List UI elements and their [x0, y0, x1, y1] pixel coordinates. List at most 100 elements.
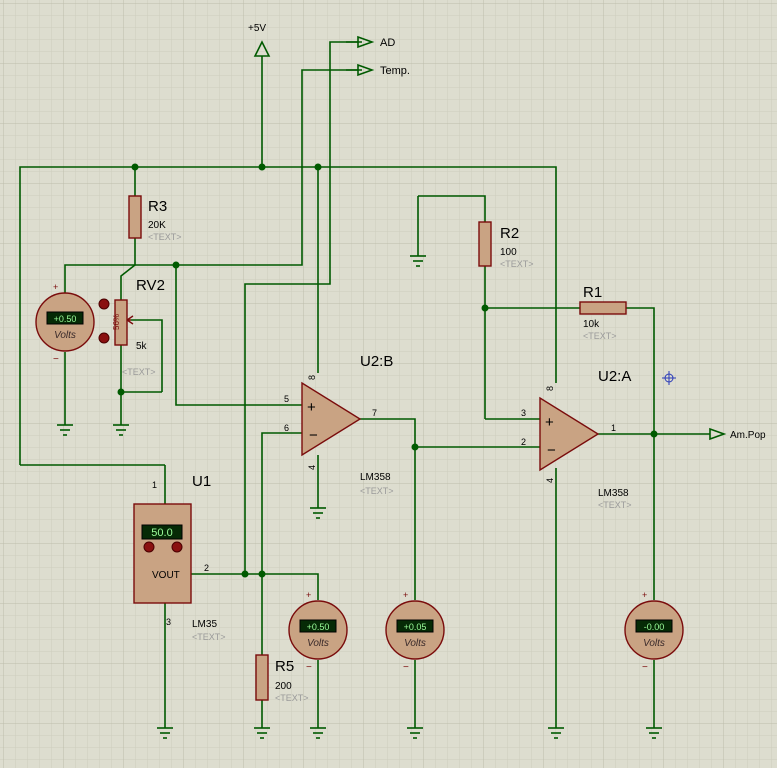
plus-terminal: + — [53, 282, 58, 292]
junctions — [117, 163, 658, 578]
rv2-ref: RV2 — [136, 277, 165, 294]
resistor-body — [478, 221, 492, 267]
u1-pin1: 1 — [152, 480, 157, 490]
temperature-display — [141, 524, 183, 540]
decrement-button[interactable] — [143, 541, 155, 553]
u2a-ref: U2:A — [598, 368, 631, 385]
vcc-label: +5V — [248, 23, 266, 34]
u2b-pin6: 6 — [284, 423, 289, 433]
u2a-pin2: 2 — [521, 437, 526, 447]
r3-value: 20K — [148, 220, 166, 231]
plus-sign: + — [545, 414, 554, 431]
voltmeter-reading: +0.50 — [54, 314, 77, 324]
ad-terminal[interactable]: AD — [346, 35, 395, 49]
minus-terminal: − — [306, 662, 312, 673]
ground-icon — [113, 424, 129, 436]
u2b-pin4: 4 — [307, 465, 317, 470]
plus-terminal: + — [403, 590, 408, 600]
opamp-u2a[interactable]: + − 3 2 1 8 4 U2:A LM358 <TEXT> — [521, 368, 632, 510]
amp-out-terminal[interactable]: Am.Pop — [709, 427, 766, 441]
terminal-arrow-icon — [346, 63, 375, 77]
voltmeter-unit: Volts — [404, 638, 426, 649]
ground-icon — [548, 727, 564, 739]
rv2-wiper-percent: 56% — [112, 314, 121, 330]
u1-type: LM35 — [192, 619, 217, 630]
terminal-arrow-icon — [346, 35, 375, 49]
ground-icon — [254, 727, 270, 739]
ground-symbols — [57, 255, 662, 739]
minus-terminal: − — [53, 354, 59, 365]
terminal-arrow-icon — [709, 427, 727, 441]
r2-value: 100 — [500, 247, 517, 258]
r3-text-placeholder: <TEXT> — [148, 232, 182, 242]
resistor-body — [114, 299, 128, 346]
voltmeter-unit: Volts — [54, 330, 76, 341]
u1-vout-label: VOUT — [152, 570, 180, 581]
minus-terminal: − — [403, 662, 409, 673]
u2a-text-placeholder: <TEXT> — [598, 500, 632, 510]
resistor-body — [128, 195, 142, 239]
r5-text-placeholder: <TEXT> — [275, 693, 309, 703]
potentiometer-rv2[interactable]: 56% RV2 5k <TEXT> — [98, 277, 165, 377]
increment-button[interactable] — [171, 541, 183, 553]
voltmeter-display — [396, 619, 434, 633]
u2b-type: LM358 — [360, 472, 391, 483]
ad-terminal-label: AD — [380, 37, 395, 49]
u2a-pin8: 8 — [545, 386, 555, 391]
r2-ref: R2 — [500, 225, 519, 242]
sensor-u1[interactable]: 50.0 VOUT 1 2 3 U1 LM35 <TEXT> — [133, 473, 226, 642]
temp-terminal[interactable]: Temp. — [346, 63, 410, 77]
voltmeter-4[interactable]: -0.00 Volts + − — [624, 590, 684, 673]
r2-text-placeholder: <TEXT> — [500, 259, 534, 269]
rv2-value: 5k — [136, 341, 148, 352]
ground-icon — [646, 727, 662, 739]
plus-terminal: + — [306, 590, 311, 600]
u2b-pin7: 7 — [372, 408, 377, 418]
r1-value: 10k — [583, 319, 600, 330]
u1-ref: U1 — [192, 473, 211, 490]
resistor-r1[interactable]: R1 10k <TEXT> — [579, 284, 627, 341]
vcc-arrow-icon — [253, 40, 271, 57]
minus-sign: − — [309, 427, 318, 444]
increment-button[interactable] — [98, 332, 110, 344]
decrement-button[interactable] — [98, 298, 110, 310]
u2b-text-placeholder: <TEXT> — [360, 486, 394, 496]
r3-ref: R3 — [148, 198, 167, 215]
voltmeter-display — [635, 619, 673, 633]
voltmeter-3[interactable]: +0.05 Volts + − — [385, 590, 445, 673]
voltmeter-reading: -0.00 — [644, 622, 665, 632]
vcc-terminal[interactable]: +5V — [248, 23, 271, 57]
ground-icon — [157, 727, 173, 739]
minus-terminal: − — [642, 662, 648, 673]
plus-terminal: + — [642, 590, 647, 600]
u2b-pin5: 5 — [284, 394, 289, 404]
u2b-pin8: 8 — [307, 375, 317, 380]
rv2-text-placeholder: <TEXT> — [122, 367, 156, 377]
resistor-body — [255, 654, 269, 701]
u1-pin3: 3 — [166, 617, 171, 627]
wires — [19, 41, 710, 728]
voltmeter-1[interactable]: +0.50 Volts + − — [35, 282, 95, 365]
opamp-u2b[interactable]: + − 5 6 7 8 4 U2:B LM358 <TEXT> — [284, 353, 394, 496]
resistor-r3[interactable]: R3 20K <TEXT> — [128, 195, 182, 242]
u2a-type: LM358 — [598, 488, 629, 499]
resistor-r2[interactable]: R2 100 <TEXT> — [478, 221, 534, 269]
amp-out-terminal-label: Am.Pop — [730, 430, 766, 441]
voltmeter-2[interactable]: +0.50 Volts + − — [288, 590, 348, 673]
wiper-arrow-icon — [126, 315, 134, 325]
temperature-readout: 50.0 — [151, 527, 172, 539]
r1-ref: R1 — [583, 284, 602, 301]
crosshair-icon — [662, 371, 676, 385]
u2b-ref: U2:B — [360, 353, 393, 370]
r1-text-placeholder: <TEXT> — [583, 331, 617, 341]
resistor-body — [579, 301, 627, 315]
opamp-body — [539, 396, 600, 472]
r5-value: 200 — [275, 681, 292, 692]
voltmeter-reading: +0.05 — [404, 622, 427, 632]
temp-terminal-label: Temp. — [380, 65, 410, 77]
minus-sign: − — [547, 442, 556, 459]
voltmeter-reading: +0.50 — [307, 622, 330, 632]
voltmeter-unit: Volts — [643, 638, 665, 649]
resistor-r5[interactable]: R5 200 <TEXT> — [255, 654, 309, 703]
